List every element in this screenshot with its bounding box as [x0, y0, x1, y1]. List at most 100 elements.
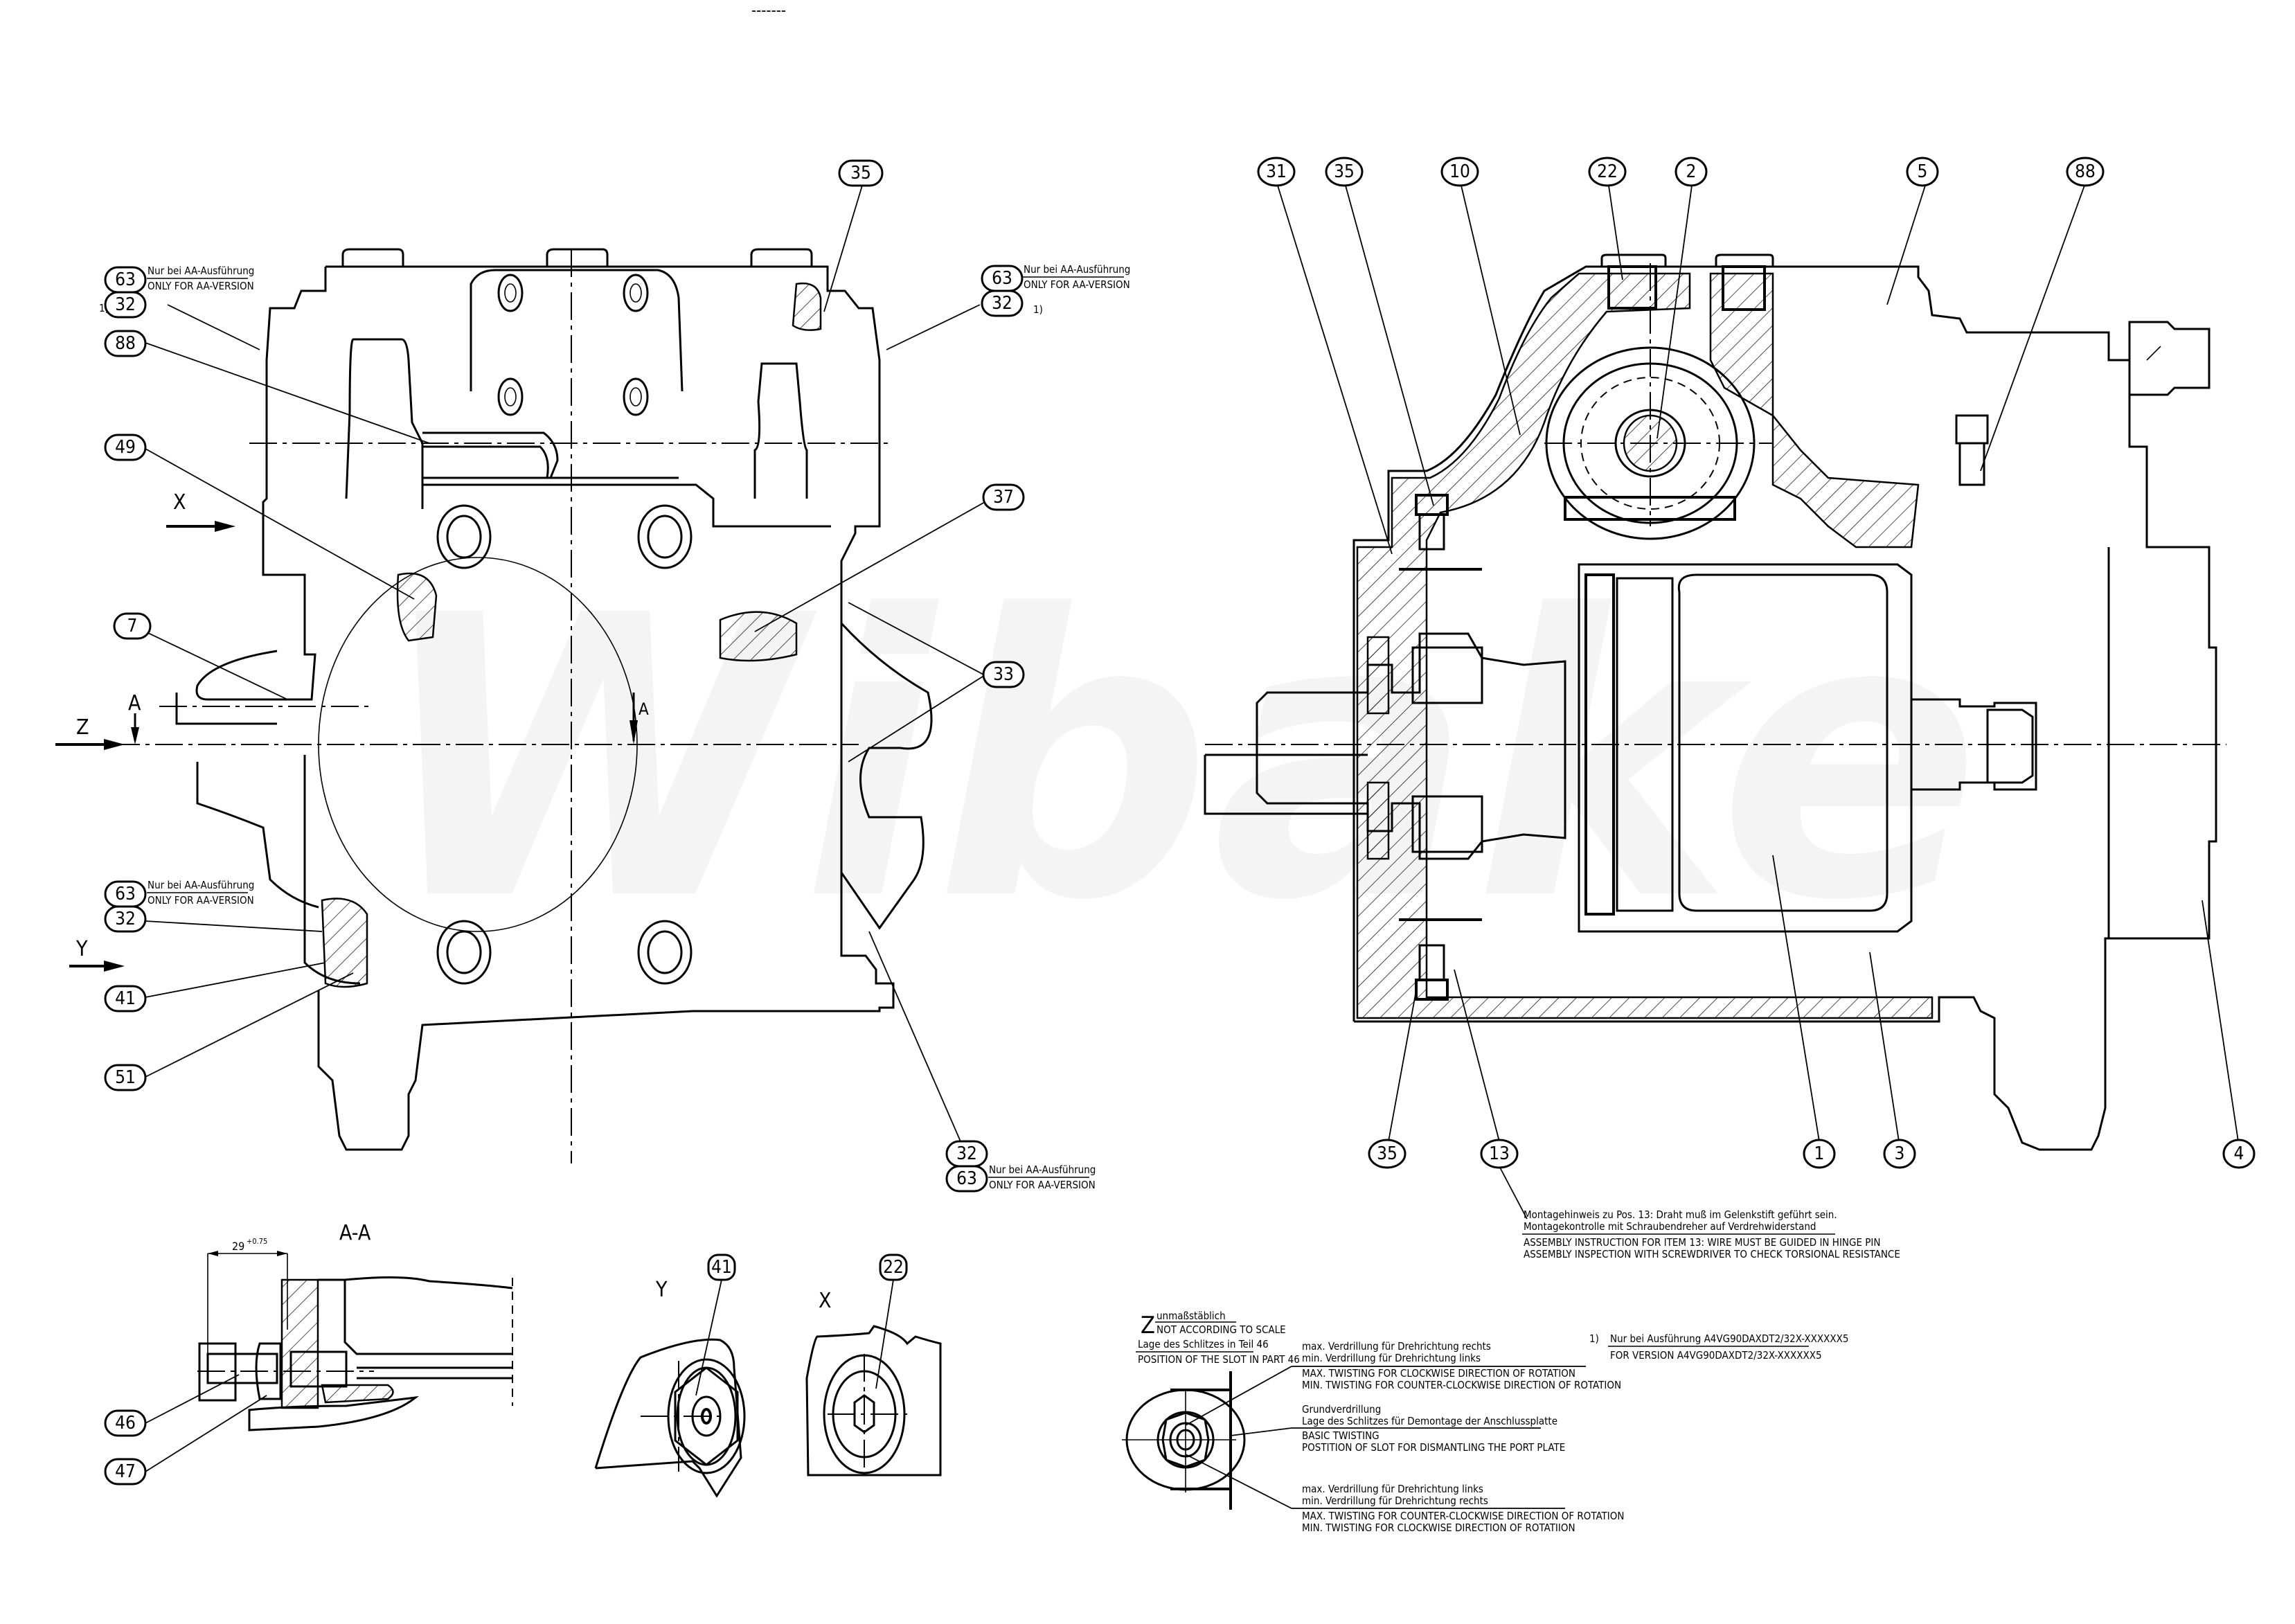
- svg-text:Lage des Schlitzes in Teil 46: Lage des Schlitzes in Teil 46: [1138, 1338, 1269, 1350]
- section-a-a: A-A 29 +0.75 46 47: [104, 1221, 513, 1485]
- svg-text:2: 2: [1686, 161, 1697, 182]
- balloon-63-bottom: 63: [945, 1165, 988, 1193]
- dimension-tolerance: +0.75: [247, 1237, 267, 1246]
- footnote-mark: 1): [1589, 1332, 1599, 1345]
- balloon-10: 10: [1440, 157, 1479, 187]
- svg-text:Nur bei AA-Ausführung: Nur bei AA-Ausführung: [148, 879, 254, 891]
- svg-text:Nur bei Ausführung A4VG90DAXDT: Nur bei Ausführung A4VG90DAXDT2/32X-XXXX…: [1610, 1332, 1848, 1345]
- twist-note-clockwise: max. Verdrillung für Drehrichtung rechts…: [1302, 1340, 1621, 1391]
- svg-text:MIN. TWISTING FOR CLOCKWISE DI: MIN. TWISTING FOR CLOCKWISE DIRECTION OF…: [1302, 1522, 1575, 1534]
- svg-text:88: 88: [2075, 161, 2096, 182]
- balloon-47: 47: [104, 1458, 147, 1485]
- svg-text:35: 35: [1377, 1143, 1397, 1164]
- balloon-22-view-x: 22: [879, 1253, 908, 1281]
- view-x-title: X: [819, 1289, 832, 1313]
- balloon-31: 31: [1257, 157, 1296, 187]
- svg-text:unmaßstäblich: unmaßstäblich: [1157, 1310, 1226, 1322]
- aa-note-bottom: Nur bei AA-Ausführung ONLY FOR AA-VERSIO…: [988, 1163, 1096, 1191]
- balloon-49: 49: [104, 434, 147, 461]
- right-view: [1204, 185, 2239, 1220]
- view-arrow-x: X: [166, 490, 235, 532]
- svg-text:Grundverdrillung: Grundverdrillung: [1302, 1403, 1381, 1416]
- svg-text:A: A: [128, 691, 141, 715]
- top-marker: -------: [751, 2, 786, 19]
- view-x: X 22: [805, 1253, 942, 1476]
- svg-text:88: 88: [115, 333, 136, 354]
- balloon-32-lower: 32: [104, 905, 147, 933]
- svg-text:ONLY FOR AA-VERSION: ONLY FOR AA-VERSION: [148, 280, 254, 292]
- balloon-63-right: 63: [981, 265, 1024, 292]
- svg-text:41: 41: [115, 988, 136, 1009]
- footnote: 1) Nur bei Ausführung A4VG90DAXDT2/32X-X…: [1589, 1332, 1848, 1362]
- svg-text:ASSEMBLY INSTRUCTION FOR ITEM: ASSEMBLY INSTRUCTION FOR ITEM 13: WIRE M…: [1524, 1236, 1881, 1249]
- twist-note-counter-clockwise: max. Verdrillung für Drehrichtung links …: [1302, 1483, 1624, 1534]
- balloon-37: 37: [982, 483, 1025, 511]
- left-view: X Z Y A A 1) 1): [55, 185, 1043, 1163]
- assembly-note: Montagehinweis zu Pos. 13: Draht muß im …: [1522, 1208, 1900, 1260]
- balloon-4: 4: [2222, 1139, 2256, 1169]
- svg-text:FOR VERSION A4VG90DAXDT2/32X-X: FOR VERSION A4VG90DAXDT2/32X-XXXXXX5: [1610, 1349, 1822, 1362]
- view-arrow-y: Y: [69, 937, 125, 972]
- svg-text:33: 33: [993, 664, 1014, 685]
- svg-text:MAX. TWISTING FOR COUNTER-CLOC: MAX. TWISTING FOR COUNTER-CLOCKWISE DIRE…: [1302, 1510, 1624, 1522]
- svg-text:Nur bei AA-Ausführung: Nur bei AA-Ausführung: [1024, 263, 1130, 276]
- svg-text:46: 46: [115, 1413, 136, 1434]
- balloon-5: 5: [1906, 157, 1939, 187]
- aa-note-top-left: Nur bei AA-Ausführung ONLY FOR AA-VERSIO…: [147, 265, 254, 292]
- flange-bolts: [436, 504, 693, 985]
- svg-text:41: 41: [711, 1257, 732, 1278]
- svg-text:63: 63: [956, 1168, 977, 1189]
- balloon-88: 88: [104, 330, 147, 357]
- balloon-41: 41: [104, 985, 147, 1012]
- svg-text:POSITION OF THE SLOT IN PART 4: POSITION OF THE SLOT IN PART 46: [1138, 1353, 1300, 1366]
- svg-text:max. Verdrillung für Drehricht: max. Verdrillung für Drehrichtung links: [1302, 1483, 1483, 1495]
- svg-text:5: 5: [1918, 161, 1928, 182]
- svg-text:49: 49: [115, 437, 136, 458]
- svg-text:63: 63: [115, 884, 136, 904]
- svg-text:32: 32: [956, 1143, 977, 1164]
- balloon-63-lower: 63: [104, 880, 147, 908]
- balloon-88-top: 88: [2066, 157, 2105, 187]
- balloon-7: 7: [113, 612, 152, 640]
- aa-note-lower-left: Nur bei AA-Ausführung ONLY FOR AA-VERSIO…: [147, 879, 254, 907]
- svg-text:3: 3: [1895, 1143, 1905, 1164]
- section-title: A-A: [339, 1221, 371, 1245]
- view-z-title: Z: [1141, 1312, 1155, 1339]
- pad-bolts: [497, 274, 649, 416]
- svg-text:47: 47: [115, 1461, 136, 1482]
- svg-text:POSTITION OF SLOT FOR DISMANTL: POSTITION OF SLOT FOR DISMANTLING THE PO…: [1302, 1441, 1565, 1454]
- watermark: Wibake: [374, 534, 1981, 985]
- balloon-33: 33: [982, 661, 1025, 688]
- svg-text:37: 37: [993, 487, 1014, 508]
- svg-text:Nur bei AA-Ausführung: Nur bei AA-Ausführung: [989, 1163, 1096, 1176]
- svg-text:13: 13: [1489, 1143, 1510, 1164]
- svg-text:Y: Y: [75, 937, 88, 961]
- balloon-32: 32: [104, 291, 147, 319]
- balloons-right-view: 31 35 10 22 2 5 88 35 13 1 3 4: [1257, 157, 2256, 1169]
- balloon-32-right: 32: [981, 289, 1024, 317]
- balloon-41-view-y: 41: [707, 1253, 736, 1281]
- aa-note-top-right: Nur bei AA-Ausführung ONLY FOR AA-VERSIO…: [1023, 263, 1130, 291]
- svg-text:ASSEMBLY INSPECTION WITH SCREW: ASSEMBLY INSPECTION WITH SCREWDRIVER TO …: [1524, 1248, 1900, 1260]
- section-arrow-a-right: A: [629, 693, 649, 744]
- svg-text:32: 32: [115, 294, 136, 315]
- svg-text:Montagehinweis zu Pos. 13: Dra: Montagehinweis zu Pos. 13: Draht muß im …: [1524, 1208, 1837, 1221]
- view-arrow-z: Z: [55, 715, 125, 750]
- svg-text:63: 63: [992, 268, 1012, 289]
- svg-text:MIN. TWISTING FOR COUNTER-CLOC: MIN. TWISTING FOR COUNTER-CLOCKWISE DIRE…: [1302, 1379, 1621, 1391]
- balloon-63: 63: [104, 266, 147, 294]
- svg-text:A: A: [639, 699, 649, 719]
- svg-text:ONLY FOR AA-VERSION: ONLY FOR AA-VERSION: [1024, 278, 1130, 291]
- balloon-13: 13: [1480, 1139, 1519, 1169]
- svg-text:max. Verdrillung für Drehricht: max. Verdrillung für Drehrichtung rechts: [1302, 1340, 1491, 1353]
- svg-text:Nur bei AA-Ausführung: Nur bei AA-Ausführung: [148, 265, 254, 277]
- balloons-left-view: 35 63 32 88 49 7 37 33 63 32 63 32 41 51…: [104, 159, 1025, 1193]
- svg-text:35: 35: [850, 163, 871, 184]
- svg-text:ONLY FOR AA-VERSION: ONLY FOR AA-VERSION: [148, 894, 254, 907]
- svg-text:10: 10: [1449, 161, 1470, 182]
- balloon-35-bottom: 35: [1368, 1139, 1407, 1169]
- balloon-35: 35: [838, 159, 884, 187]
- footnote-mark-right: 1): [1033, 303, 1043, 316]
